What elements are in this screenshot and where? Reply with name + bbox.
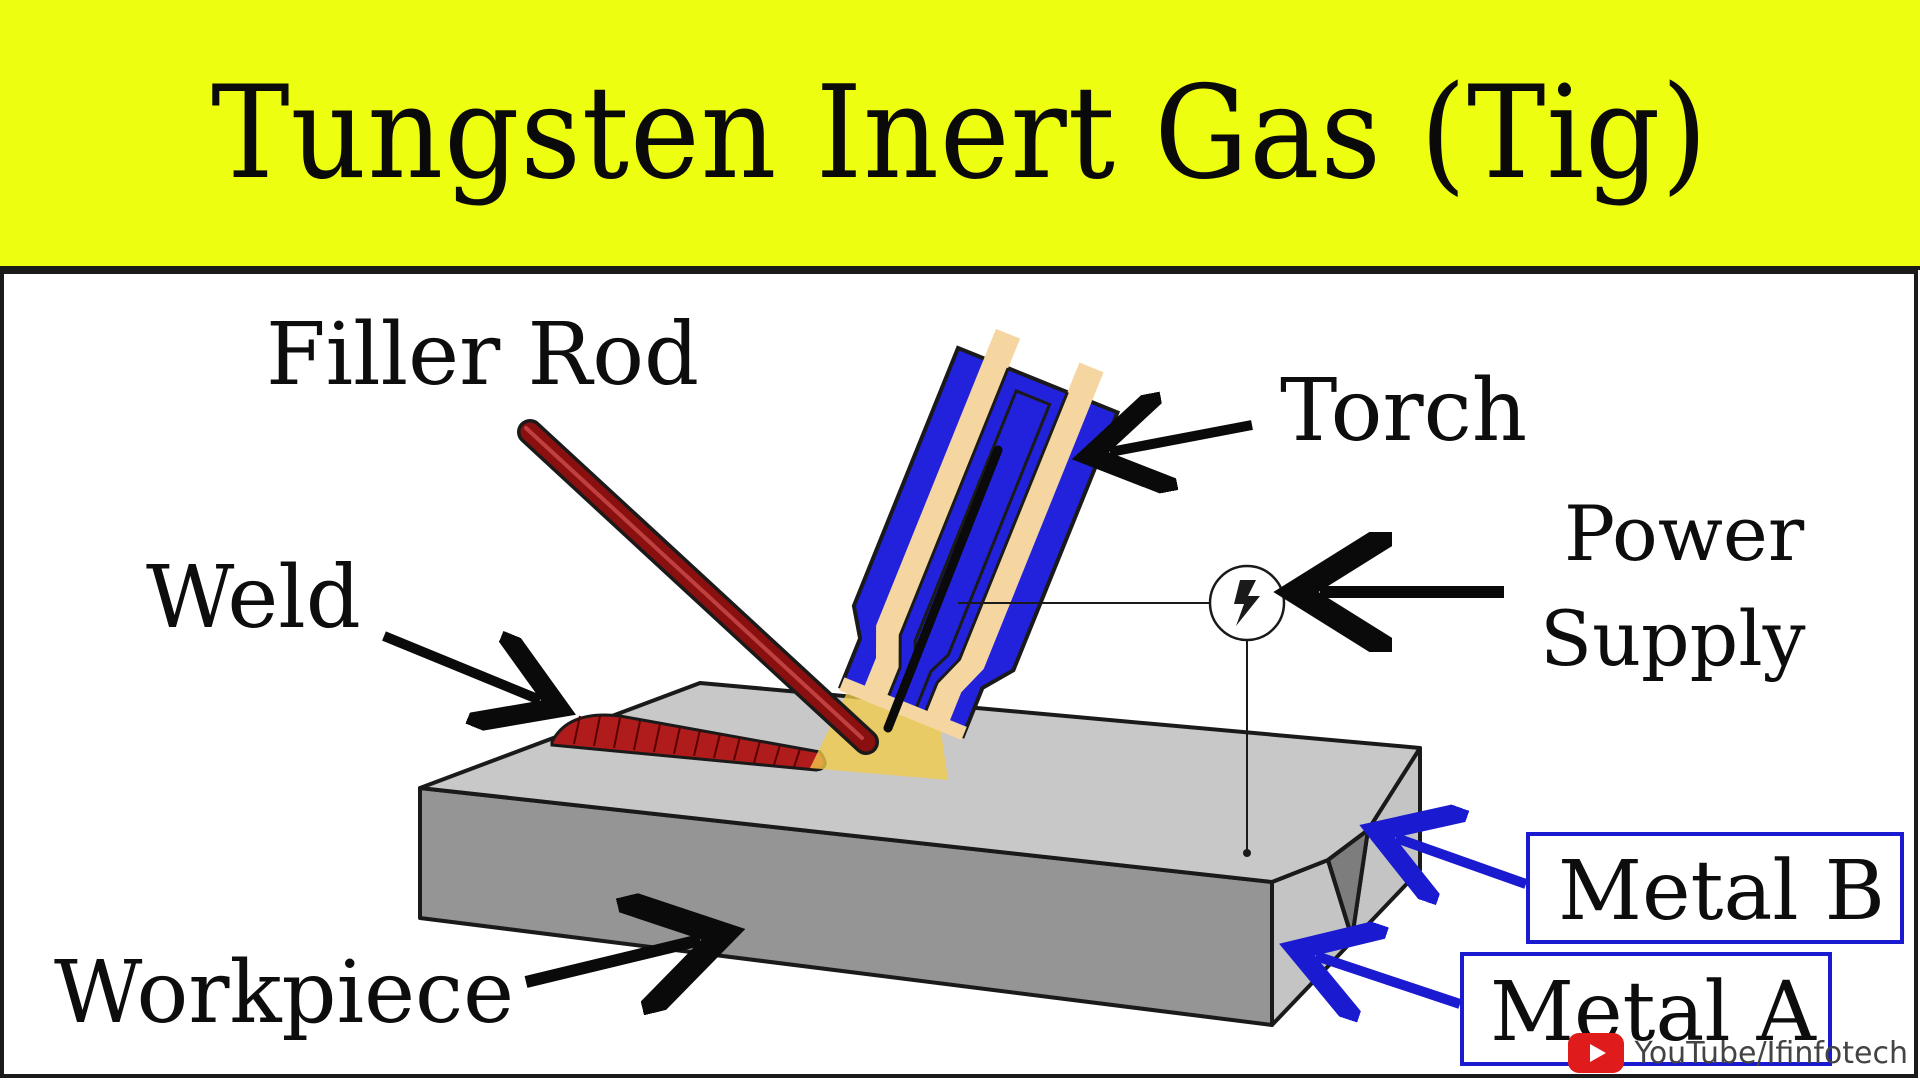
page-title: Tungsten Inert Gas (Tig) (211, 58, 1709, 208)
torch-gas-channel-left (861, 328, 1021, 705)
lightning-icon (1234, 580, 1260, 626)
label-power-supply-line2: Supply (1540, 594, 1806, 683)
metal-b-box (1526, 832, 1904, 944)
workpiece-arrow (524, 940, 700, 982)
power-supply-circuit (958, 602, 1248, 852)
ground-point (1243, 849, 1251, 857)
youtube-play-icon (1568, 1033, 1625, 1073)
torch-nozzle-tip (839, 677, 967, 740)
metal-a-box (1460, 952, 1832, 1066)
tungsten-electrode (883, 445, 1003, 733)
label-torch: Torch (1280, 361, 1527, 461)
tig-welding-diagram: Filler Rod Torch Power Supply Weld Workp… (0, 270, 1918, 1078)
label-filler-rod: Filler Rod (266, 305, 699, 405)
label-metal-b: Metal B (1558, 844, 1885, 939)
channel-watermark: YouTube/Ifinfotech (1568, 1030, 1908, 1076)
label-workpiece: Workpiece (54, 943, 514, 1043)
weld-arrow (382, 636, 540, 700)
torch-gas-channel-right (922, 362, 1104, 730)
torch (838, 328, 1121, 740)
label-metal-a: Metal A (1490, 965, 1818, 1060)
title-banner: Tungsten Inert Gas (Tig) (0, 0, 1920, 270)
metal-a-arrow (1316, 956, 1462, 1004)
metal-b-arrow (1396, 838, 1528, 884)
channel-name: YouTube/Ifinfotech (1634, 1035, 1908, 1071)
label-power-supply-line1: Power (1564, 489, 1805, 578)
torch-arrow (1110, 425, 1253, 452)
label-weld: Weld (146, 548, 361, 648)
